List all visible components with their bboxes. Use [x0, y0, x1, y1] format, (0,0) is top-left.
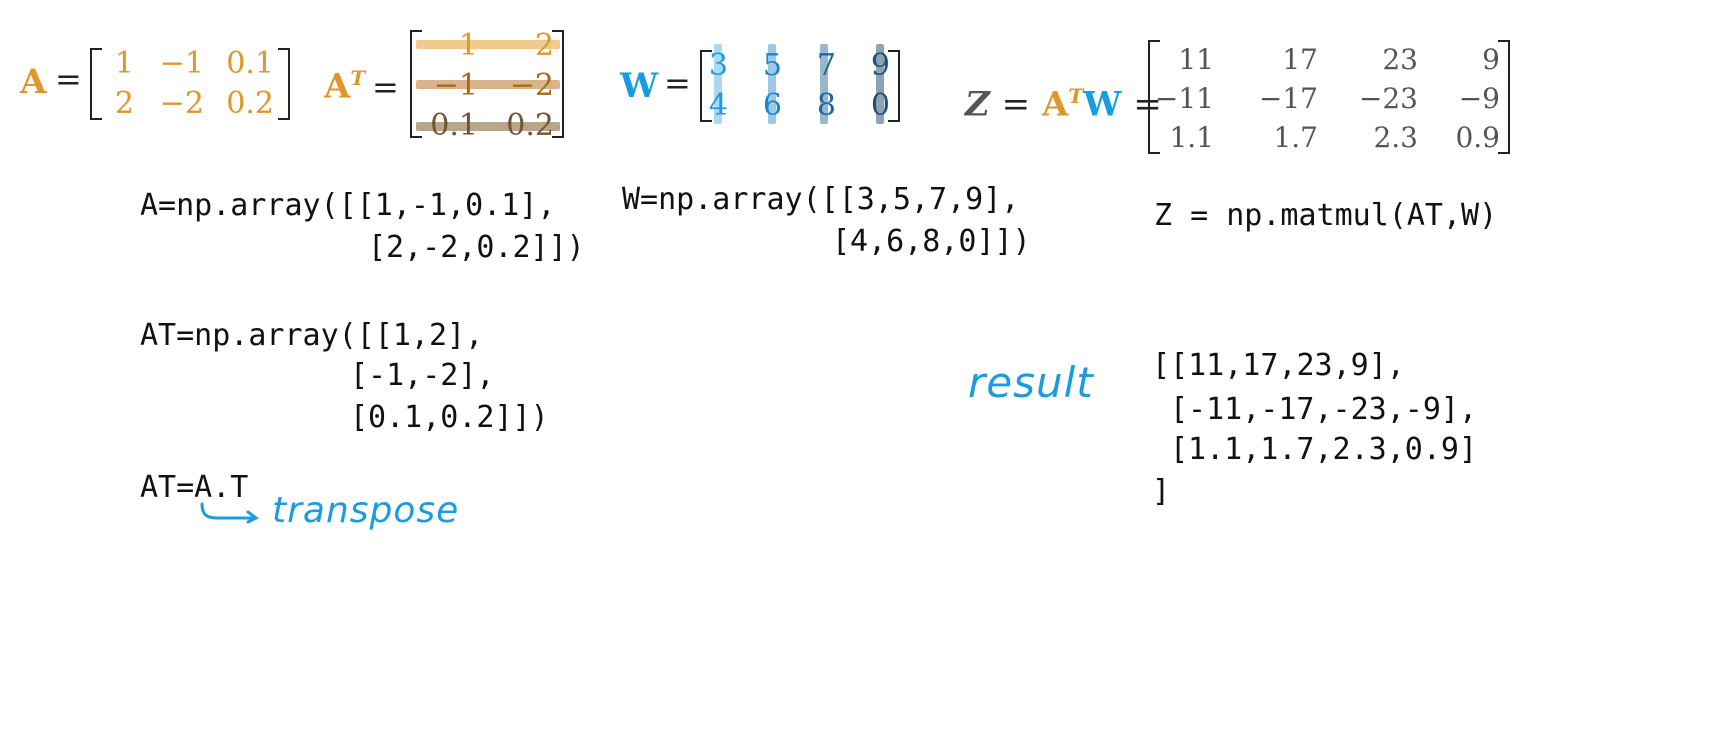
matrix-w-cell: 5 [762, 48, 782, 83]
matrix-a-symbol: A [20, 62, 47, 102]
matrix-z-cell: 0.9 [1455, 121, 1500, 154]
row-highlight [416, 40, 560, 49]
matrix-a-cell: 0.2 [226, 86, 274, 121]
matrix-at-right-bracket [552, 30, 564, 138]
matrix-w-symbol: W [620, 66, 659, 106]
z-w-symbol: W [1083, 84, 1122, 125]
matrix-a-left-bracket [90, 48, 102, 120]
code-w-line-2: [4,6,8,0]]) [832, 224, 1031, 259]
z-symbol: Z [965, 84, 990, 125]
result-line-1: [[11,17,23,9], [1152, 348, 1405, 383]
result-annotation: result [968, 358, 1094, 407]
transpose-annotation: transpose [272, 490, 460, 531]
column-highlight [768, 44, 776, 124]
code-at-line-1: AT=np.array([[1,2], [140, 318, 484, 353]
matrix-w: 3 5 7 9 4 6 8 0 [700, 44, 900, 124]
matrix-a-right-bracket [278, 48, 290, 120]
row-highlight [416, 80, 560, 89]
matrix-w-cell: 6 [762, 88, 782, 123]
column-highlight [820, 44, 828, 124]
matrix-w-cell: 4 [708, 88, 728, 123]
matrix-w-cell: 0 [870, 88, 890, 123]
matrix-a-cell: 2 [114, 86, 134, 121]
matrix-z-cell: 17 [1282, 43, 1318, 76]
matrix-at-letter: A [324, 66, 351, 107]
matrix-w-cell: 9 [870, 48, 890, 83]
column-highlight [714, 44, 722, 124]
matrix-at-superscript: T [350, 66, 366, 90]
matrix-z-cell: 2.3 [1373, 121, 1418, 154]
matrix-z-cell: −11 [1154, 82, 1214, 115]
code-a-line-2: [2,-2,0.2]]) [368, 230, 585, 265]
matrix-at-cell: 0.2 [506, 108, 554, 143]
matrix-w-equals: = [664, 64, 691, 102]
result-line-2: [-11,-17,-23,-9], [1170, 392, 1478, 427]
z-equation: Z = ATW = [965, 84, 1162, 124]
matrix-at: 1 2 −1 −2 0.1 0.2 [410, 28, 564, 143]
result-line-3: [1.1,1.7,2.3,0.9] [1170, 432, 1478, 467]
matrix-z-cell: −17 [1258, 82, 1318, 115]
z-a-symbol: A [1042, 84, 1069, 125]
matrix-z-cell: −23 [1358, 82, 1418, 115]
column-highlight [876, 44, 884, 124]
matrix-z-cell: 9 [1482, 43, 1500, 76]
matrix-at-cell: −1 [433, 68, 478, 103]
matrix-z-left-bracket [1148, 40, 1160, 154]
matrix-z-cell: −9 [1458, 82, 1500, 115]
matrix-at-cell: −2 [509, 68, 554, 103]
matrix-a-cell: −1 [159, 46, 204, 81]
matrix-w-cell: 3 [708, 48, 728, 83]
code-at-transpose: AT=A.T [140, 470, 249, 505]
matrix-a: 1 −1 0.1 2 −2 0.2 [90, 46, 290, 121]
matrix-z-cell: 1.7 [1273, 121, 1318, 154]
matrix-z-cell: 1.1 [1169, 121, 1214, 154]
z-equals: = [1001, 84, 1031, 125]
transpose-arrow-icon [200, 502, 259, 524]
matrix-z: 11 17 23 9 −11 −17 −23 −9 1.1 1.7 2.3 0.… [1148, 40, 1510, 154]
matrix-z-cell: 11 [1178, 43, 1214, 76]
code-at-line-2: [-1,-2], [350, 358, 495, 393]
matrix-w-left-bracket [700, 50, 712, 122]
matrix-w-cell: 8 [816, 88, 836, 123]
matrix-z-right-bracket [1498, 40, 1510, 154]
matrix-at-cell: 0.1 [430, 108, 478, 143]
code-at-line-3: [0.1,0.2]]) [350, 400, 549, 435]
matrix-at-left-bracket [410, 30, 422, 138]
matrix-at-equals: = [372, 68, 399, 106]
result-line-4: ] [1152, 474, 1171, 509]
matrix-a-cell: −2 [159, 86, 204, 121]
matrix-w-right-bracket [888, 50, 900, 122]
code-w-line-1: W=np.array([[3,5,7,9], [622, 182, 1020, 217]
z-a-superscript: T [1068, 84, 1084, 108]
code-z-line: Z = np.matmul(AT,W) [1154, 198, 1498, 233]
matrix-z-cell: 23 [1382, 43, 1418, 76]
matrix-a-equals: = [55, 60, 82, 98]
code-a-line-1: A=np.array([[1,-1,0.1], [140, 188, 556, 223]
matrix-a-cell: 1 [114, 46, 134, 81]
z-equals-2: = [1133, 84, 1162, 125]
row-highlight [416, 122, 560, 131]
matrix-at-cell: 2 [534, 28, 554, 63]
matrix-a-cell: 0.1 [226, 46, 274, 81]
matrix-at-symbol: AT [324, 66, 365, 106]
matrix-at-cell: 1 [458, 28, 478, 63]
matrix-w-cell: 7 [816, 48, 836, 83]
